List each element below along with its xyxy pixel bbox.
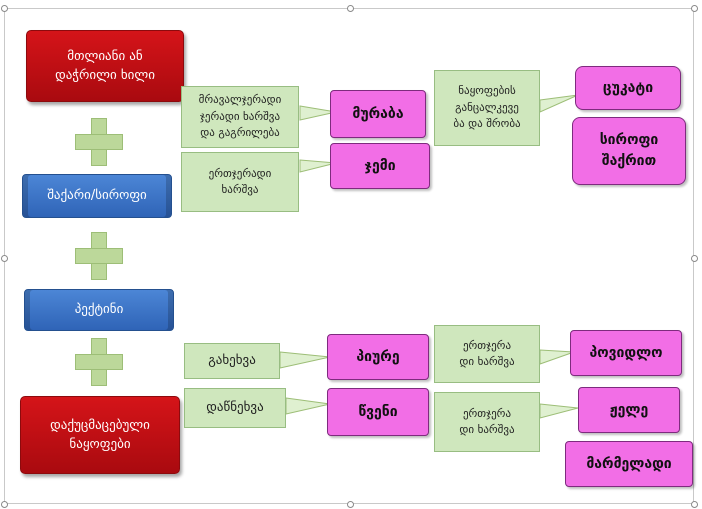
piure-box: პიურე — [327, 334, 429, 380]
grinding-label: გახეხვა — [184, 343, 280, 379]
syrup-with-sugar-box: სიროფი შაქრით — [572, 117, 686, 185]
once-cook-label-1: ერთჯერა დი ხარშვა — [434, 325, 540, 383]
single-cook-label: ერთჯერადი ხარშვა — [181, 152, 299, 212]
plus-icon-1 — [75, 118, 123, 166]
resize-handle-middle-right[interactable] — [691, 255, 698, 262]
jemi-box: ჯემი — [330, 143, 430, 189]
resize-handle-top-center[interactable] — [347, 5, 354, 12]
once-cook-label-2: ერთჯერა დი ხარშვა — [434, 392, 540, 452]
multi-cook-label: მრავალჯერადი ჯერადი ხარშვა და გაგრილება — [181, 86, 299, 148]
resize-handle-middle-left[interactable] — [1, 255, 8, 262]
whole-or-cut-fruit-box: მთლიანი ან დაჭრილი ხილი — [26, 30, 184, 102]
resize-handle-top-left[interactable] — [1, 5, 8, 12]
jele-box: ჟელე — [578, 387, 680, 433]
resize-handle-top-right[interactable] — [691, 5, 698, 12]
plus-icon-3 — [75, 338, 123, 386]
resize-handle-bottom-center[interactable] — [347, 501, 354, 508]
muraba-box: მურაბა — [330, 90, 426, 138]
separation-label: ნაყოფების განცალკევე ბა და შრობა — [434, 70, 540, 146]
resize-handle-bottom-left[interactable] — [1, 501, 8, 508]
crushed-fruit-box: დაქუცმაცებული ნაყოფები — [20, 396, 180, 474]
marmeladi-box: მარმელადი — [565, 441, 693, 487]
povidlo-box: პოვიდლო — [570, 330, 682, 376]
pressing-label: დაწნეხვა — [184, 388, 286, 428]
plus-icon-2 — [75, 232, 123, 280]
pectin-box: პექტინი — [24, 289, 174, 331]
sugar-syrup-box: შაქარი/სიროფი — [22, 174, 172, 218]
tsveni-box: წვენი — [327, 388, 429, 436]
resize-handle-bottom-right[interactable] — [691, 501, 698, 508]
tsukati-box: ცუკატი — [575, 66, 681, 110]
